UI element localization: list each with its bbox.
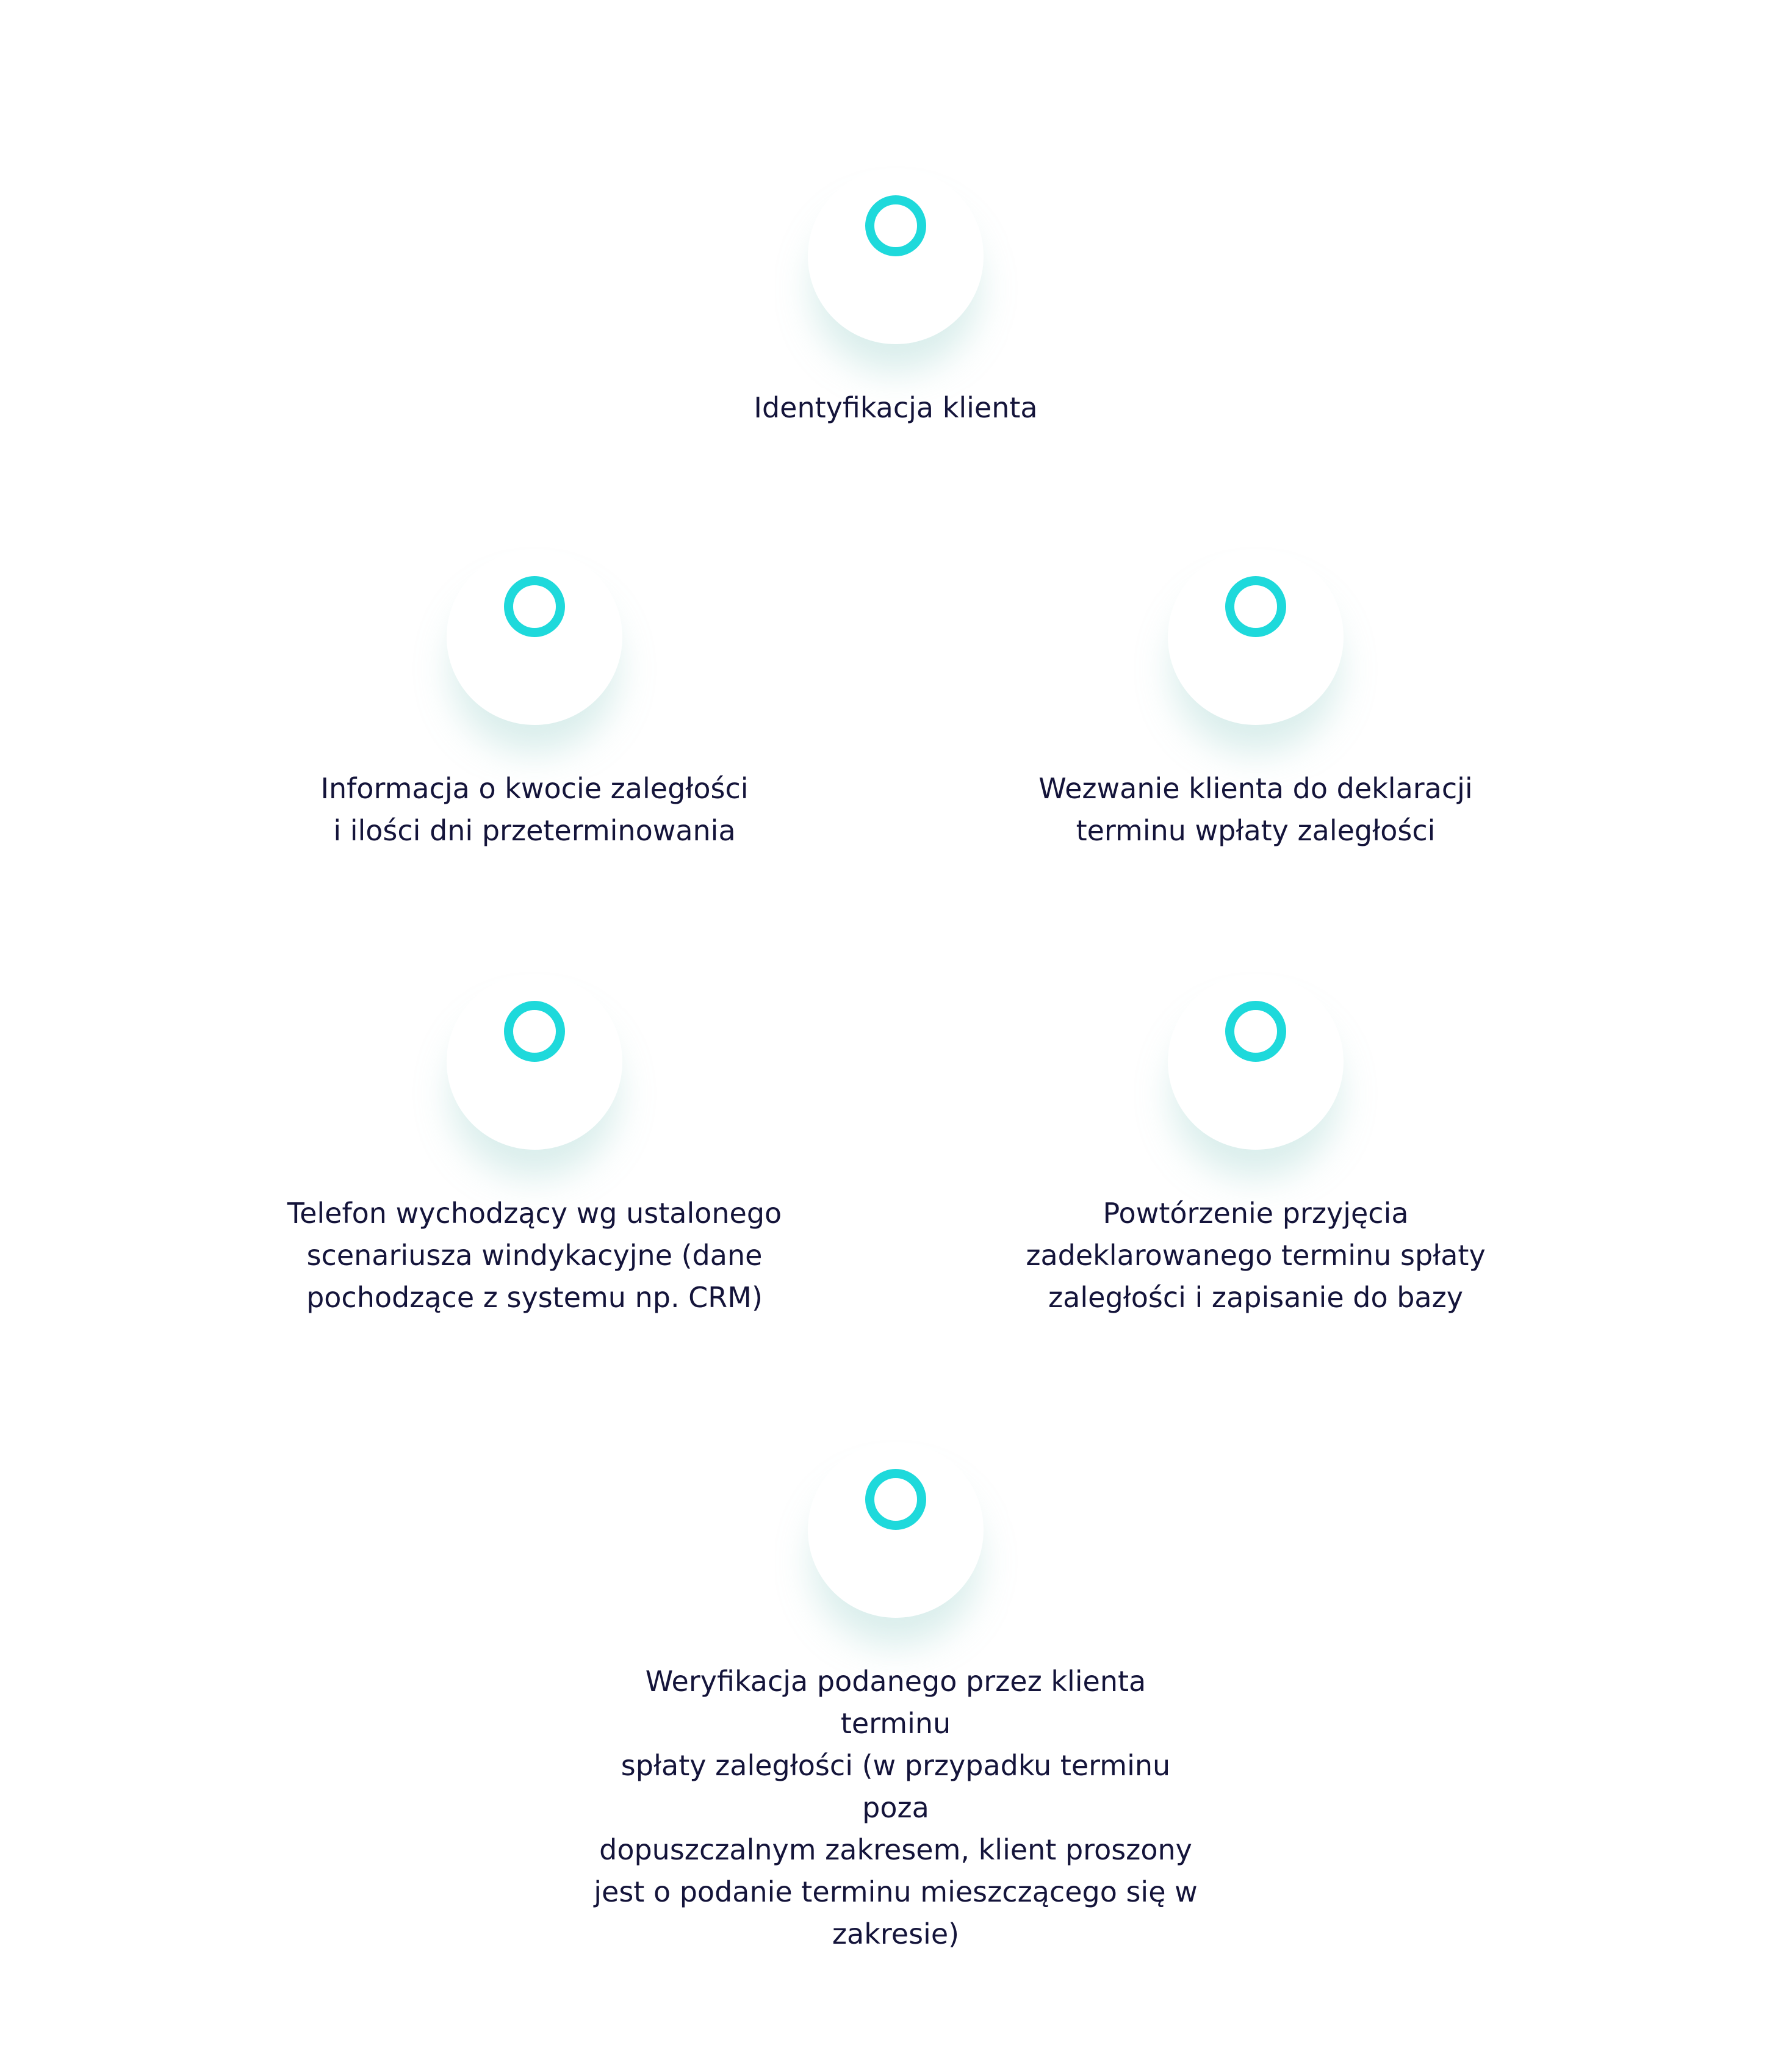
step-label: Telefon wychodzący wg ustalonego scenari… [287,1197,782,1314]
step-informacja-o-kwocie: Informacja o kwocie zaległości i ilości … [229,549,840,852]
step-weryfikacja-terminu: Weryfikacja podanego przez klienta termi… [591,1442,1201,1955]
step-node [808,1442,984,1618]
step-identyfikacja-klienta: Identyfikacja klienta [591,168,1201,429]
step-node [447,549,622,725]
ring-icon [504,576,565,637]
step-powtorzenie-przyjecia: Powtórzenie przyjęcia zadeklarowanego te… [951,974,1561,1319]
ring-icon [1225,1001,1286,1062]
step-node [1168,549,1344,725]
ring-icon [865,195,926,256]
step-label: Weryfikacja podanego przez klienta termi… [594,1665,1198,1950]
step-label: Identyfikacja klienta [754,391,1038,424]
step-label: Informacja o kwocie zaległości i ilości … [320,772,749,847]
step-label: Wezwanie klienta do deklaracji terminu w… [1038,772,1473,847]
step-telefon-wychodzacy: Telefon wychodzący wg ustalonego scenari… [229,974,840,1319]
step-label: Powtórzenie przyjęcia zadeklarowanego te… [1026,1197,1486,1314]
step-wezwanie-klienta: Wezwanie klienta do deklaracji terminu w… [951,549,1561,852]
step-node [808,168,984,344]
step-node [1168,974,1344,1150]
step-node [447,974,622,1150]
ring-icon [865,1469,926,1530]
ring-icon [504,1001,565,1062]
ring-icon [1225,576,1286,637]
